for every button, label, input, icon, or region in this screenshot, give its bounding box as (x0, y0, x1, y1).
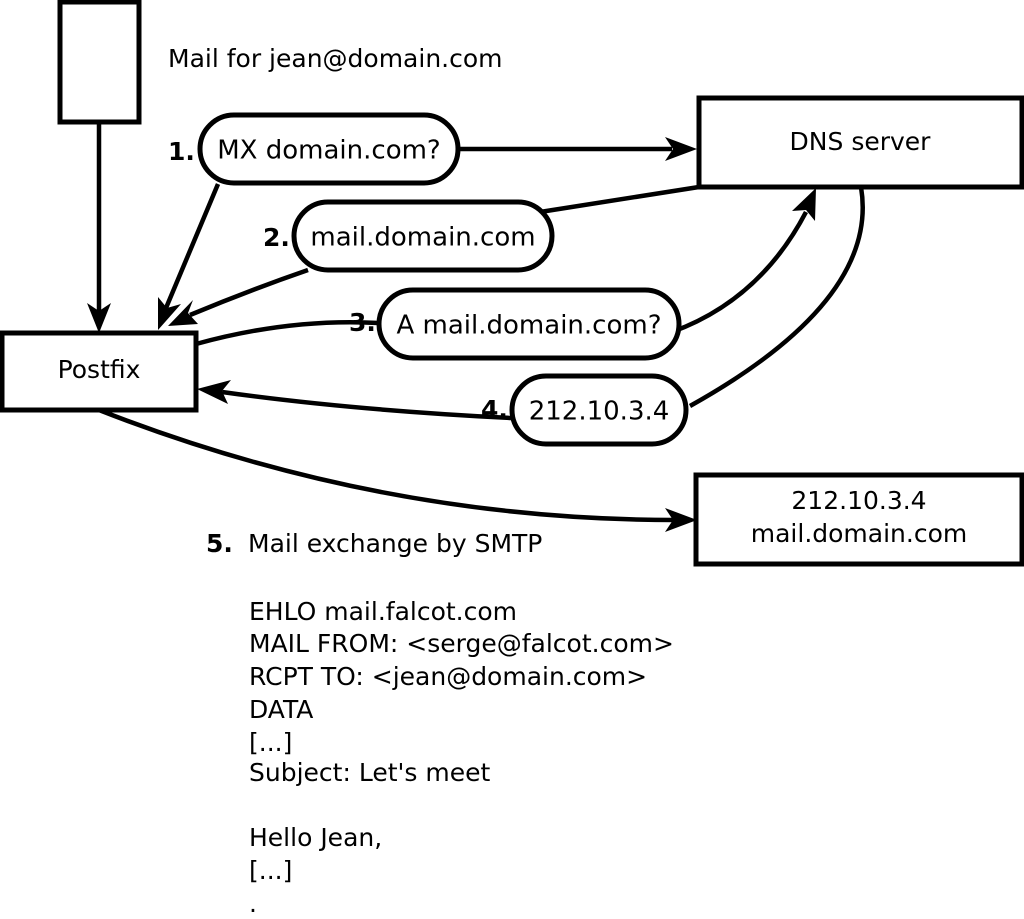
step5-label: Mail exchange by SMTP (248, 529, 542, 558)
transcript-line: [...] (249, 728, 292, 757)
bubble-step1-label: MX domain.com? (217, 136, 440, 166)
edge-step3-from-postfix (195, 319, 380, 347)
node-mailserver-box (693, 472, 1024, 567)
edge-step5-to-mailserver (98, 407, 676, 523)
step-number-1: 1. (168, 137, 195, 166)
transcript-line: MAIL FROM: <serge@falcot.com> (249, 629, 674, 658)
transcript-line: DATA (249, 695, 313, 724)
bubble-step2-label: mail.domain.com (310, 223, 535, 253)
smtp-transcript: EHLO mail.falcot.com MAIL FROM: <serge@f… (249, 597, 674, 918)
edge-step2-tail (189, 267, 309, 318)
edge-step4-from-dns (688, 186, 865, 408)
node-mua-box (57, 0, 142, 125)
edge-step4-arrowhead (197, 380, 231, 404)
edge-step1-tail (163, 183, 221, 309)
transcript-line: EHLO mail.falcot.com (249, 597, 517, 626)
step-number-5: 5. (206, 529, 233, 558)
edge-step1-arrowhead (158, 297, 181, 330)
transcript-line: Hello Jean, (249, 823, 382, 852)
edge-step1-to-dns-arrowhead (665, 137, 697, 161)
bubble-step4 (509, 373, 689, 447)
transcript-line: RCPT TO: <jean@domain.com> (249, 662, 647, 691)
node-mailserver-ip: 212.10.3.4 (791, 486, 926, 515)
edge-step2-from-dns (539, 184, 700, 215)
step-number-2: 2. (263, 223, 290, 252)
bubble-step3-label: A mail.domain.com? (397, 311, 662, 341)
bubble-step1 (197, 112, 461, 186)
edge-step2-arrowhead (168, 300, 198, 326)
node-dns-box (696, 95, 1024, 190)
edge-step5-arrowhead (665, 508, 697, 532)
bubble-step4-label: 212.10.3.4 (529, 397, 670, 427)
node-dns-label: DNS server (790, 127, 932, 156)
node-postfix-label: Postfix (58, 355, 141, 384)
edge-step4-tail (221, 389, 512, 421)
diagram-caption: Mail for jean@domain.com (168, 44, 503, 73)
node-postfix-box (0, 330, 199, 413)
step-number-3: 3. (349, 308, 376, 337)
transcript-line: . (249, 889, 257, 918)
node-mailserver-hostname: mail.domain.com (751, 519, 967, 548)
step-number-4: 4. (481, 395, 508, 424)
transcript-line: Subject: Let's meet (249, 758, 490, 787)
edge-step3-to-dns (671, 210, 808, 335)
edge-step3-arrowhead (792, 188, 816, 221)
edge-mua-to-postfix-arrowhead (87, 303, 111, 333)
bubble-step3 (376, 287, 682, 361)
transcript-line: [...] (249, 856, 292, 885)
bubble-step2 (291, 199, 555, 273)
